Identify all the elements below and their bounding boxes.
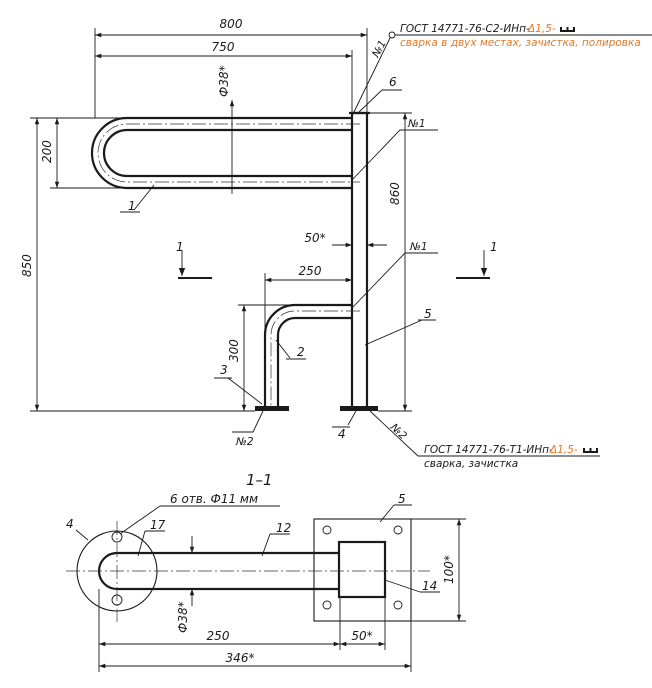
lower-rail-axis (270, 310, 360, 410)
dim-dia-38-top: Ф38* (217, 65, 231, 97)
vertical-post (350, 111, 369, 411)
weld-mark-n2-left: №2 (235, 436, 254, 448)
callout-6: 6 (389, 75, 397, 89)
callout-2: 2 (297, 345, 305, 359)
flange-left (255, 406, 289, 411)
dim-plan-250: 250 (207, 629, 230, 643)
callout-1: 1 (128, 199, 136, 213)
callout-3: 3 (220, 363, 228, 377)
dim-dia-38-bottom: Ф38* (176, 601, 190, 633)
lower-rail-inner (276, 316, 352, 407)
dim-860: 860 (388, 182, 402, 205)
section-arrow-right-label: 1 (490, 240, 498, 254)
plan-callout-4: 4 (66, 517, 74, 531)
dim-750: 750 (212, 40, 235, 54)
dim-200: 200 (40, 140, 54, 163)
section-view-1-1: 1–1 Ф38* 250 50* 346* (66, 471, 466, 672)
weld-mark-n2-right: №2 (387, 421, 409, 443)
dim-plan-346: 346* (226, 651, 255, 665)
callout-4: 4 (338, 427, 346, 441)
plate-hole-br (393, 600, 403, 610)
weld-note-top-gost: ГОСТ 14771-76-С2-ИНп- (400, 23, 530, 35)
section-title: 1–1 (246, 471, 273, 489)
plate-hole-bl (322, 600, 332, 610)
dim-850: 850 (20, 254, 34, 277)
dim-300: 300 (227, 339, 241, 362)
dim-250: 250 (299, 264, 322, 278)
dim-800: 800 (220, 17, 243, 31)
weld-note-top-origin (388, 31, 396, 39)
weld-note-top-leg: Δ1,5- (527, 23, 556, 35)
dim-50-gap: 50* (304, 231, 325, 245)
weld-mark-n1-mid: №1 (407, 118, 426, 130)
square-post (337, 540, 387, 599)
base-plate (313, 518, 412, 622)
plate-hole-tr (393, 525, 403, 535)
dim-plan-100: 100* (442, 555, 456, 584)
handrail-upper-u (90, 116, 352, 190)
handrail-upper-axis (97, 123, 360, 183)
flange-right (340, 406, 378, 411)
plan-callout-5: 5 (398, 492, 406, 506)
weld-all-round-symbol-top (560, 27, 575, 32)
plan-callout-12: 12 (276, 521, 291, 535)
weld-mark-n1-low: №1 (409, 241, 428, 253)
weld-note-bottom-gost: ГОСТ 14771-76-Т1-ИНп- (424, 444, 553, 456)
elevation-view: 800 750 Ф38* 200 850 860 50* 250 (20, 17, 652, 470)
handrail-upper-u-inner (102, 128, 352, 178)
plate-hole-tl (322, 525, 332, 535)
dim-plan-50: 50* (351, 629, 372, 643)
weld-note-bottom-leg: Δ1,5- (549, 444, 578, 456)
plan-callout-14: 14 (422, 579, 437, 593)
weld-note-bottom-process: сварка, зачистка (424, 458, 518, 470)
holes-note: 6 отв. Ф11 мм (170, 492, 258, 506)
weld-all-round-symbol-bottom (583, 448, 598, 453)
callout-5: 5 (424, 307, 432, 321)
plan-callout-17: 17 (150, 518, 166, 532)
weld-note-top-process: сварка в двух местах, зачистка, полировк… (400, 37, 641, 49)
weld-mark-n1-top: №1 (370, 38, 389, 60)
section-arrow-left-label: 1 (176, 240, 184, 254)
